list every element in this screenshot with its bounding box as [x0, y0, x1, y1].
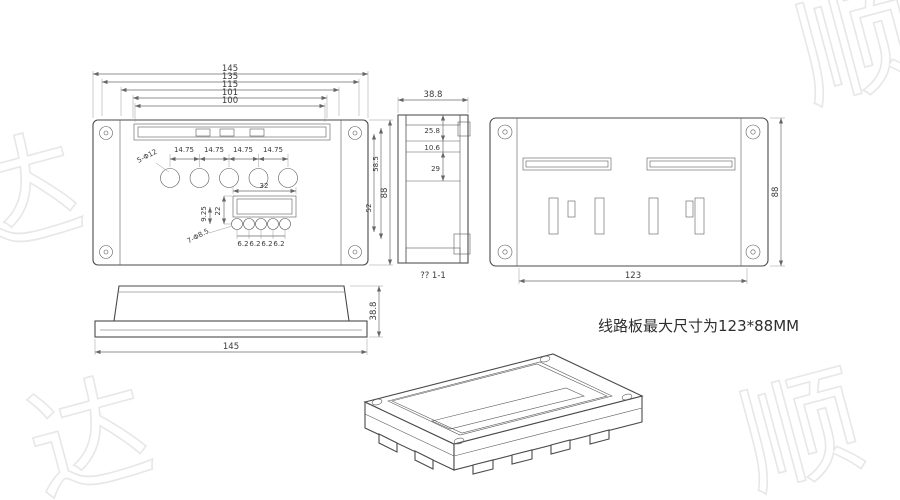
dim-label: 22	[214, 207, 222, 216]
front-view-dimensions: 145 135 115 101 100 14.75 14.75 14.75 14	[92, 64, 393, 266]
dim-label: 10.6	[424, 144, 440, 152]
dim-label: 115	[222, 80, 238, 90]
flange-hole	[621, 393, 633, 401]
dim-label: 29	[431, 165, 440, 173]
iso-panel-recess	[387, 361, 613, 436]
section-label: ?? 1-1	[420, 271, 446, 281]
small-hole	[267, 218, 279, 230]
section-view-outline	[397, 114, 471, 264]
section-view-dimensions: 38.8 25.8 10.6 29 ?? 1-1	[397, 90, 469, 281]
din-rail-foot	[472, 459, 494, 475]
corner-screw-hole	[99, 126, 113, 140]
vent-slot	[646, 157, 736, 171]
dim-label: 145	[223, 342, 239, 352]
din-rail-foot	[550, 439, 571, 455]
watermark-text: 达	[0, 113, 95, 278]
round-hole	[248, 168, 269, 188]
vent-slot	[567, 200, 576, 218]
front-view: 145 135 115 101 100 14.75 14.75 14.75 14	[92, 64, 393, 266]
din-rail-foot	[589, 429, 610, 445]
vent-slot	[694, 197, 705, 235]
flange-hole	[371, 398, 383, 406]
small-hole	[255, 218, 267, 230]
small-hole	[243, 218, 255, 230]
corner-screw-hole	[348, 245, 362, 259]
round-hole	[189, 168, 210, 188]
dim-label: 101	[222, 88, 238, 98]
dim-label: 32	[260, 182, 269, 190]
dim-label: 145	[222, 64, 238, 74]
side-view-outline	[94, 285, 368, 338]
rear-view-dimensions: 123 88	[518, 117, 785, 284]
dim-label: 6.2	[249, 240, 260, 248]
round-hole	[219, 168, 239, 188]
corner-screw-hole	[99, 245, 113, 259]
rect-cutout	[232, 195, 297, 218]
rail-clip	[453, 233, 471, 255]
vent-slot	[548, 197, 559, 235]
dim-label: 52	[365, 204, 373, 213]
flange-hole	[453, 437, 465, 445]
din-rail-foot	[511, 449, 533, 465]
vent-slot	[648, 197, 659, 235]
section-view: 38.8 25.8 10.6 29 ?? 1-1	[397, 90, 471, 281]
corner-screw-hole	[497, 124, 513, 140]
round-hole	[160, 168, 180, 188]
small-hole	[231, 218, 243, 230]
iso-top-face	[363, 353, 644, 445]
dim-label: 6.2	[273, 240, 284, 248]
dim-label: 38.8	[424, 90, 443, 100]
side-view-dimensions: 145 38.8	[94, 285, 383, 355]
isometric-view	[363, 353, 644, 475]
corner-screw-hole	[745, 244, 761, 260]
din-rail-foot	[378, 433, 398, 453]
din-rail-foot	[414, 450, 434, 470]
corner-screw-hole	[497, 244, 513, 260]
hole-callout: 5-Φ12	[136, 148, 159, 165]
dim-label: 14.75	[263, 146, 283, 154]
vent-slot	[522, 157, 612, 171]
watermark-text: 顺	[726, 350, 878, 500]
dim-label: 123	[625, 271, 641, 281]
dim-label: 100	[222, 96, 238, 106]
dim-label: 135	[222, 72, 238, 82]
side-view: 145 38.8	[94, 285, 383, 355]
front-view-outline	[92, 119, 369, 266]
dim-label: 58.5	[372, 156, 380, 172]
corner-screw-hole	[348, 126, 362, 140]
board-size-note: 线路板最大尺寸为123*88MM	[598, 317, 799, 335]
label-recess	[133, 123, 331, 141]
dim-label: 25.8	[424, 127, 440, 135]
dim-label: 6.2	[237, 240, 248, 248]
vent-slot	[685, 200, 694, 218]
dim-label: 14.75	[204, 146, 224, 154]
round-hole	[278, 168, 298, 188]
iso-terminal-strip	[431, 387, 585, 430]
rear-view-outline	[489, 117, 769, 267]
dim-label: 14.75	[174, 146, 194, 154]
dim-label: 14.75	[233, 146, 253, 154]
dim-label: 6.2	[261, 240, 272, 248]
corner-screw-hole	[745, 124, 761, 140]
dim-label: 9.25	[200, 206, 208, 222]
hole-callout: 7-Φ8.5	[186, 227, 211, 245]
rear-view: 123 88	[489, 117, 785, 284]
dim-label: 38.8	[369, 302, 379, 321]
vent-slot	[594, 197, 605, 235]
dim-label: 88	[380, 188, 390, 199]
front-view-holes	[160, 168, 298, 230]
rail-clip	[457, 121, 471, 137]
watermark-text: 达	[14, 356, 166, 500]
flange-hole	[539, 355, 551, 363]
small-hole	[279, 218, 291, 230]
dim-label: 88	[771, 187, 781, 198]
watermark-text: 顺	[782, 0, 900, 129]
